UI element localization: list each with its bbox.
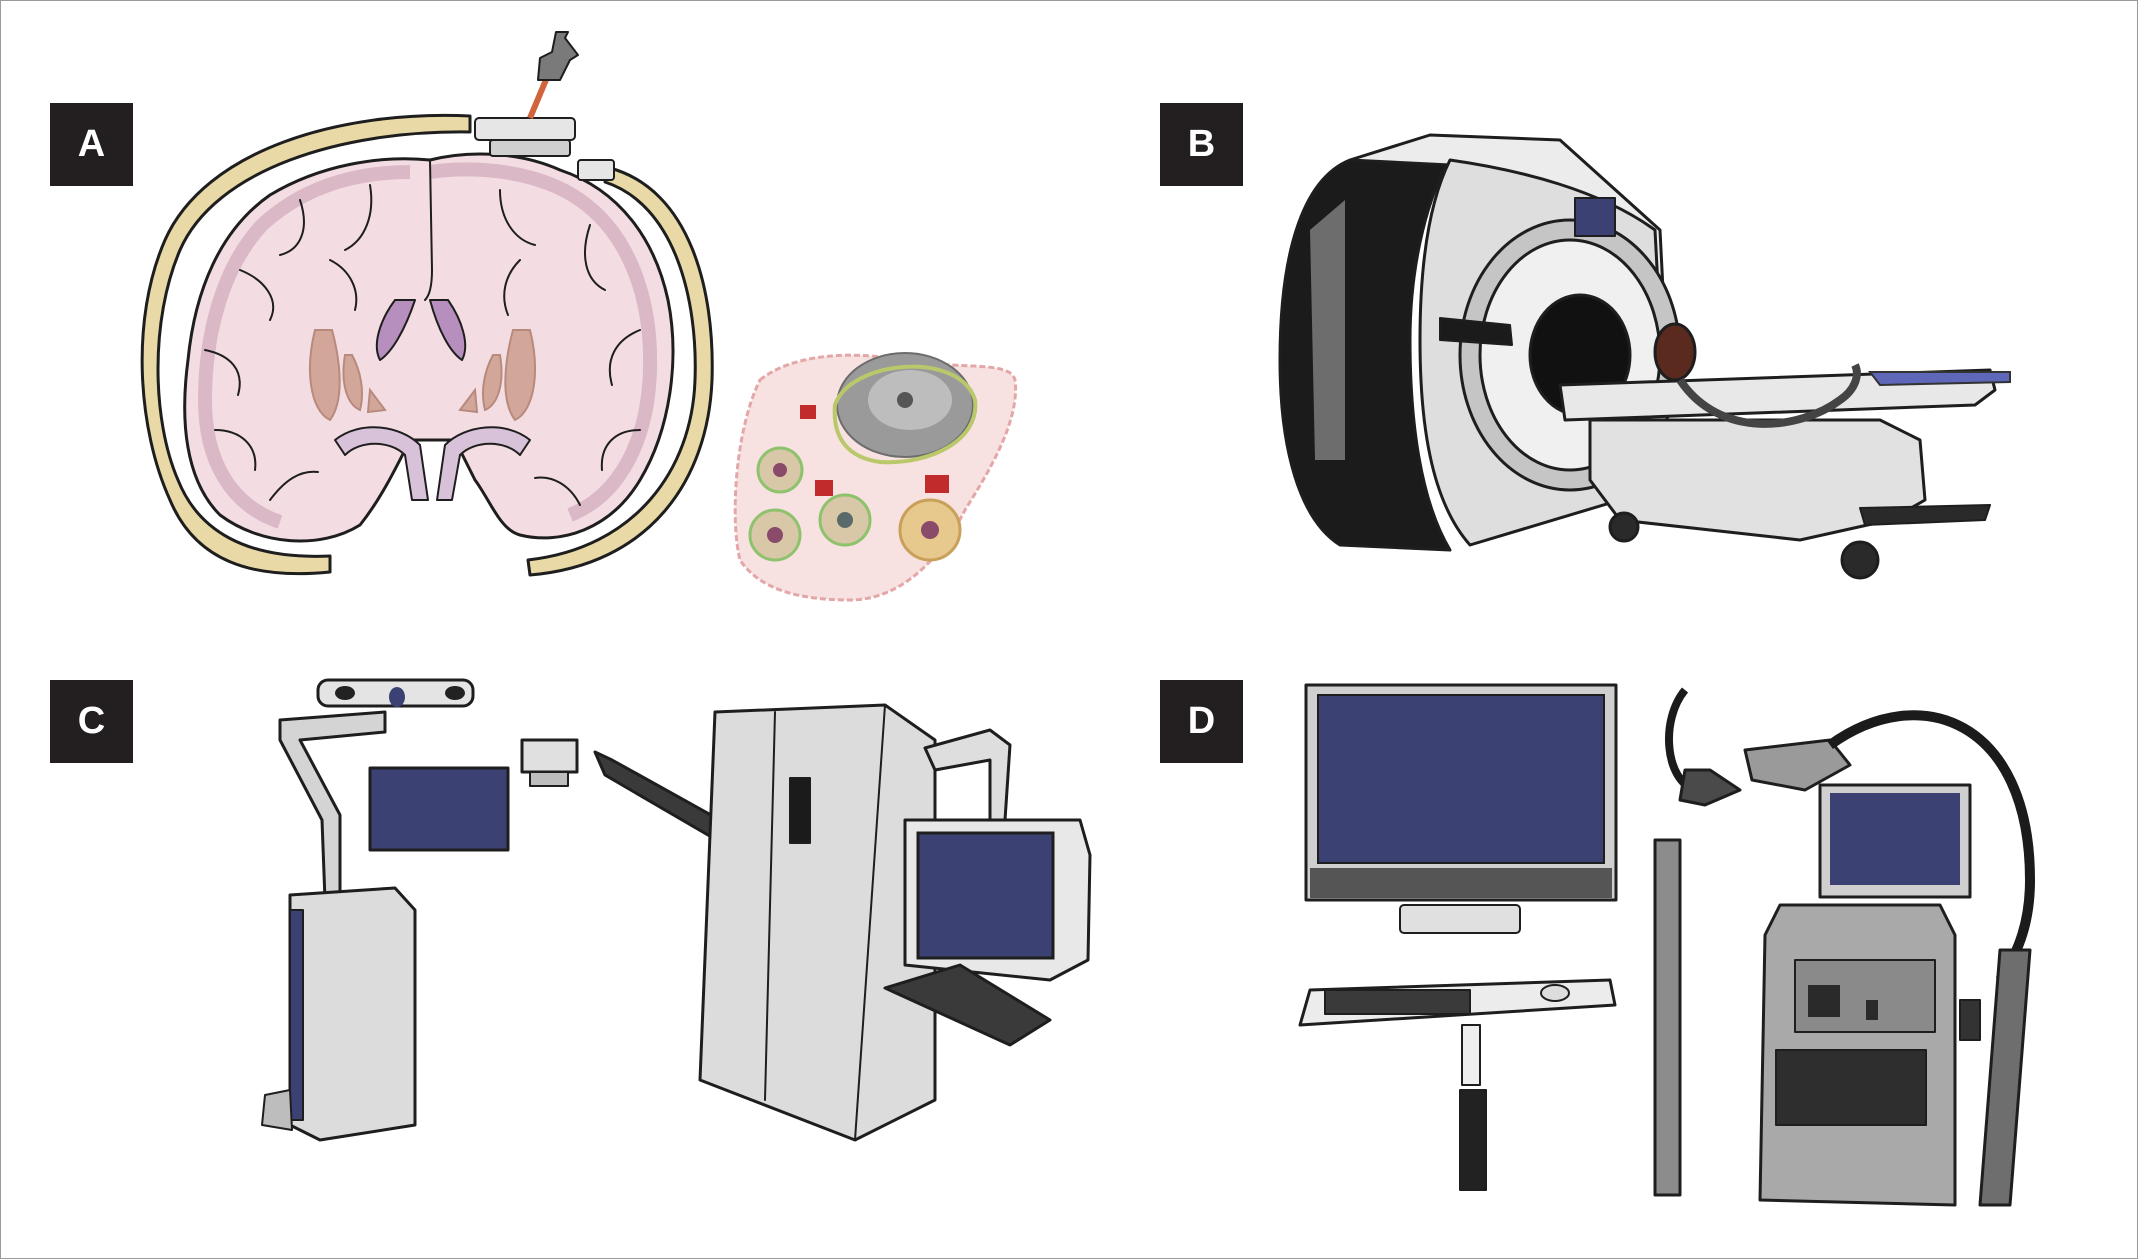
cabinet-edge [854,704,886,1141]
navigation-tower-icon [288,886,417,1142]
panel-d-illustration [1298,683,2036,1207]
robot-end-effector-tip [529,771,569,787]
workstation-pole-base [1459,1089,1487,1191]
ultrasound-screen [1830,793,1960,885]
workstation-pole [1461,1024,1481,1086]
camera-lens-center [389,687,405,707]
tower-monitor-icon [368,766,510,852]
mri-side-panel [1439,317,1513,346]
skull-right-icon [526,166,714,577]
cart-button [1808,985,1840,1017]
burr-hole-extension [577,159,615,181]
cart-knob [1959,999,1981,1041]
probe-arm-icon [1743,738,1852,792]
panel-label-c: C [50,680,133,763]
ultrasound-probe-icon [1678,768,1742,807]
tower-foot [261,1089,293,1131]
cabinet-door-seam [764,711,776,1101]
panel-label-b: B [1160,103,1243,186]
ventricle-right [429,299,467,361]
workstation-keyboard-icon [1324,989,1471,1015]
coil-cable [1676,363,1861,428]
cart-handle-pole [1978,948,2032,1207]
table-wheel-2 [1840,540,1880,580]
midline-fissure [424,159,433,301]
table-rail [1867,371,2011,387]
cart-drawer [1775,1049,1927,1126]
laser-fiber [527,73,551,120]
basal-ganglia [309,329,536,422]
tower-arm [278,710,387,902]
skull-icon [140,113,472,576]
cabinet-monitor-arm [923,728,1012,822]
cart-button-small [1866,1000,1878,1020]
head-coil-icon [1653,322,1697,382]
laser-probe-icon [537,31,579,81]
table-pedal [1859,504,1991,526]
workstation-bezel [1310,868,1612,898]
brainstem-right [436,426,531,501]
workstation-stand [1399,904,1521,934]
mri-gray-stripe [1310,200,1345,460]
panel-c-illustration [261,678,1092,1142]
brainstem [334,426,429,501]
camera-lens-left [335,686,355,700]
cabinet-monitor-screen [916,831,1055,960]
burr-hole-base [489,139,571,157]
panel-label-a: A [50,103,133,186]
keyboard-icon [883,963,1052,1047]
panel-b-illustration [1278,133,2011,580]
burr-hole-cap-icon [474,117,576,141]
probe-cable-right [1827,710,2036,983]
cabinet-handle [789,777,811,844]
mri-display-icon [1574,197,1616,237]
sulci [204,184,641,506]
ventricle-left [375,299,416,361]
panel-a-illustration [140,31,1018,602]
camera-lens-right [445,686,465,700]
tissue-cells-icon [733,352,1018,602]
mouse-icon [1540,984,1570,1002]
probe-pole [1653,838,1682,1197]
panel-label-d: D [1160,680,1243,763]
surgical-robot-cabinet-icon [698,703,937,1142]
cortex-gray-matter [197,162,658,529]
tower-front-panel [289,909,304,1121]
workstation-screen [1317,694,1605,864]
table-wheel [1608,511,1640,543]
robot-end-effector-icon [520,738,579,774]
